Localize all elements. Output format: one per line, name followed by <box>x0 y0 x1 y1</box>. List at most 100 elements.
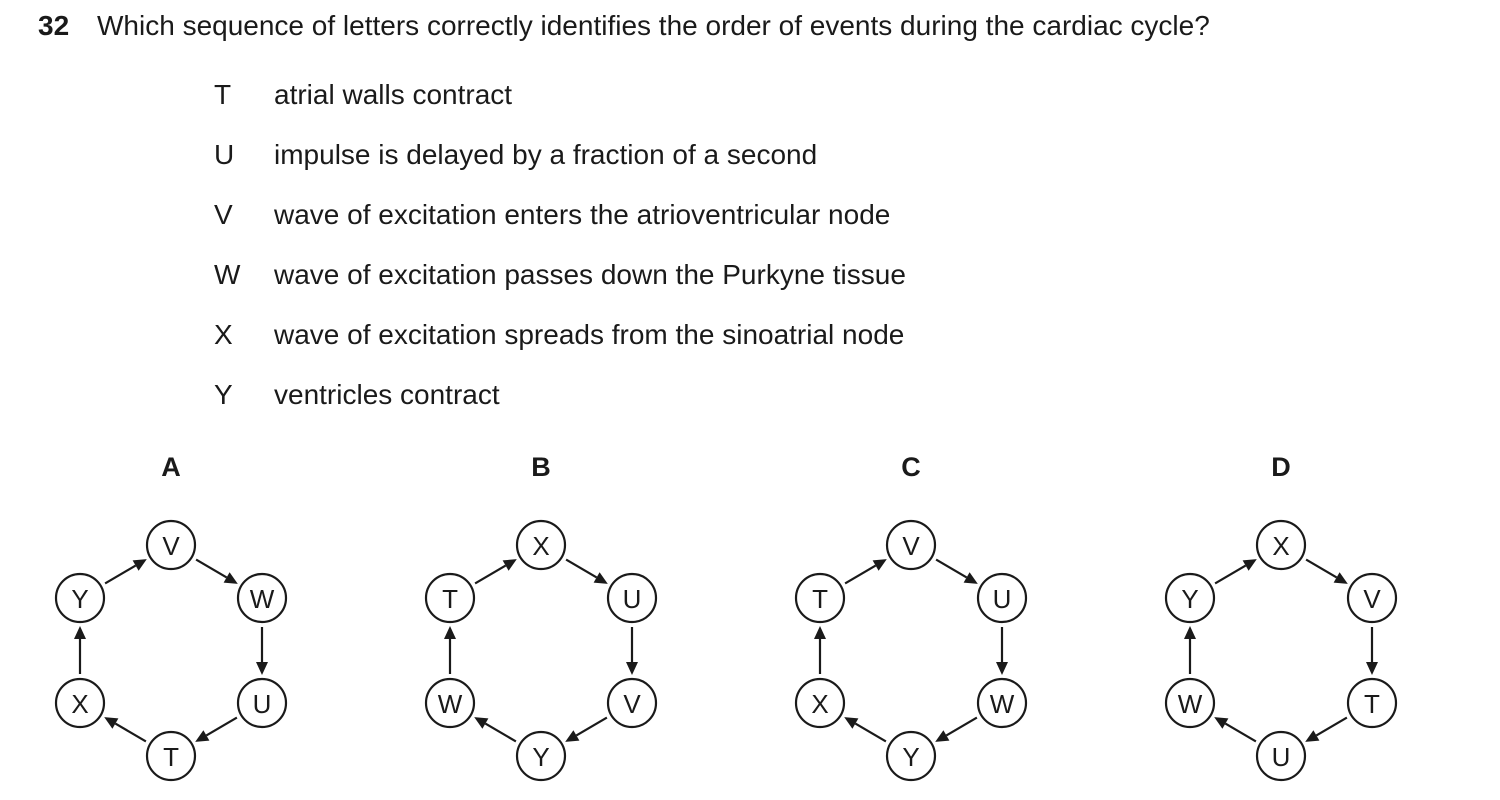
node-circle <box>515 730 567 782</box>
cycle-arrow <box>1315 716 1348 737</box>
node-circle <box>1346 677 1398 729</box>
cycle-arrow <box>945 716 978 737</box>
cycle-node: Y <box>885 730 937 782</box>
question-text: Which sequence of letters correctly iden… <box>97 10 1210 41</box>
node-letter: Y <box>71 584 88 614</box>
node-letter: W <box>438 689 463 719</box>
arrow-head-icon <box>872 559 887 571</box>
node-letter: Y <box>902 742 919 772</box>
event-letter: X <box>214 319 233 350</box>
arrow-head-icon <box>474 717 489 729</box>
node-circle <box>1164 572 1216 624</box>
event-text: impulse is delayed by a fraction of a se… <box>274 139 818 170</box>
cycle-node: Y <box>1164 572 1216 624</box>
cycle-node: X <box>54 677 106 729</box>
node-circle <box>794 677 846 729</box>
cycle-node: Y <box>54 572 106 624</box>
cycle-arrow <box>935 558 968 579</box>
node-letter: U <box>1272 742 1291 772</box>
event-text: ventricles contract <box>274 379 500 410</box>
node-letter: T <box>442 584 458 614</box>
cycle-arrow <box>854 722 887 743</box>
event-letter: T <box>214 79 232 110</box>
cycle-node: V <box>145 519 197 571</box>
option-label-c: C <box>901 452 921 482</box>
cycle-node: V <box>1346 572 1398 624</box>
event-letter: Y <box>214 379 233 410</box>
cycle-node: T <box>145 730 197 782</box>
cycle-arrow <box>195 558 228 579</box>
arrow-head-icon <box>1366 662 1378 675</box>
cycle-node: V <box>606 677 658 729</box>
cycle-arrow <box>575 716 608 737</box>
node-circle <box>1164 677 1216 729</box>
node-letter: V <box>1363 584 1381 614</box>
arrow-head-icon <box>502 559 517 571</box>
node-circle <box>606 572 658 624</box>
node-letter: U <box>623 584 642 614</box>
cycle-node: X <box>1255 519 1307 571</box>
arrow-head-icon <box>223 572 238 584</box>
node-circle <box>54 677 106 729</box>
node-circle <box>794 572 846 624</box>
event-letter: V <box>214 199 233 230</box>
arrow-head-icon <box>844 717 859 729</box>
arrow-head-icon <box>256 662 268 675</box>
cycle-diagram-c: V U W Y X T <box>794 519 1028 782</box>
node-letter: X <box>71 689 88 719</box>
cycle-arrow <box>114 722 147 743</box>
arrow-head-icon <box>963 572 978 584</box>
node-letter: X <box>811 689 828 719</box>
cycle-node: U <box>236 677 288 729</box>
arrow-head-icon <box>935 730 950 742</box>
node-letter: V <box>162 531 180 561</box>
node-circle <box>145 730 197 782</box>
arrow-head-icon <box>1214 717 1229 729</box>
cycle-arrow <box>205 716 238 737</box>
node-letter: Y <box>532 742 549 772</box>
node-circle <box>54 572 106 624</box>
cycle-node: X <box>794 677 846 729</box>
node-circle <box>606 677 658 729</box>
arrow-head-icon <box>1242 559 1257 571</box>
cycle-node: U <box>976 572 1028 624</box>
arrow-head-icon <box>132 559 147 571</box>
event-letter: W <box>214 259 241 290</box>
cycle-arrow <box>1214 564 1247 585</box>
cycle-arrow <box>844 564 877 585</box>
event-text: atrial walls contract <box>274 79 513 110</box>
node-letter: X <box>532 531 549 561</box>
node-circle <box>1255 730 1307 782</box>
node-letter: Y <box>1181 584 1198 614</box>
arrow-head-icon <box>1305 730 1320 742</box>
node-circle <box>424 572 476 624</box>
option-label-b: B <box>531 452 551 482</box>
cycle-node: W <box>976 677 1028 729</box>
arrow-head-icon <box>593 572 608 584</box>
cycle-node: U <box>1255 730 1307 782</box>
node-circle <box>976 677 1028 729</box>
node-circle <box>1346 572 1398 624</box>
cycle-arrow <box>1305 558 1338 579</box>
node-letter: V <box>623 689 641 719</box>
arrow-head-icon <box>74 626 86 639</box>
cycle-arrow <box>484 722 517 743</box>
event-letter: U <box>214 139 235 170</box>
cycle-node: Y <box>515 730 567 782</box>
node-letter: U <box>993 584 1012 614</box>
cycle-node: V <box>885 519 937 571</box>
arrow-head-icon <box>195 730 210 742</box>
node-letter: T <box>812 584 828 614</box>
arrow-head-icon <box>565 730 580 742</box>
arrow-head-icon <box>996 662 1008 675</box>
cycle-node: T <box>794 572 846 624</box>
cycle-node: T <box>1346 677 1398 729</box>
arrow-head-icon <box>1333 572 1348 584</box>
node-circle <box>236 572 288 624</box>
arrow-head-icon <box>1184 626 1196 639</box>
node-letter: T <box>163 742 179 772</box>
cycle-node: U <box>606 572 658 624</box>
